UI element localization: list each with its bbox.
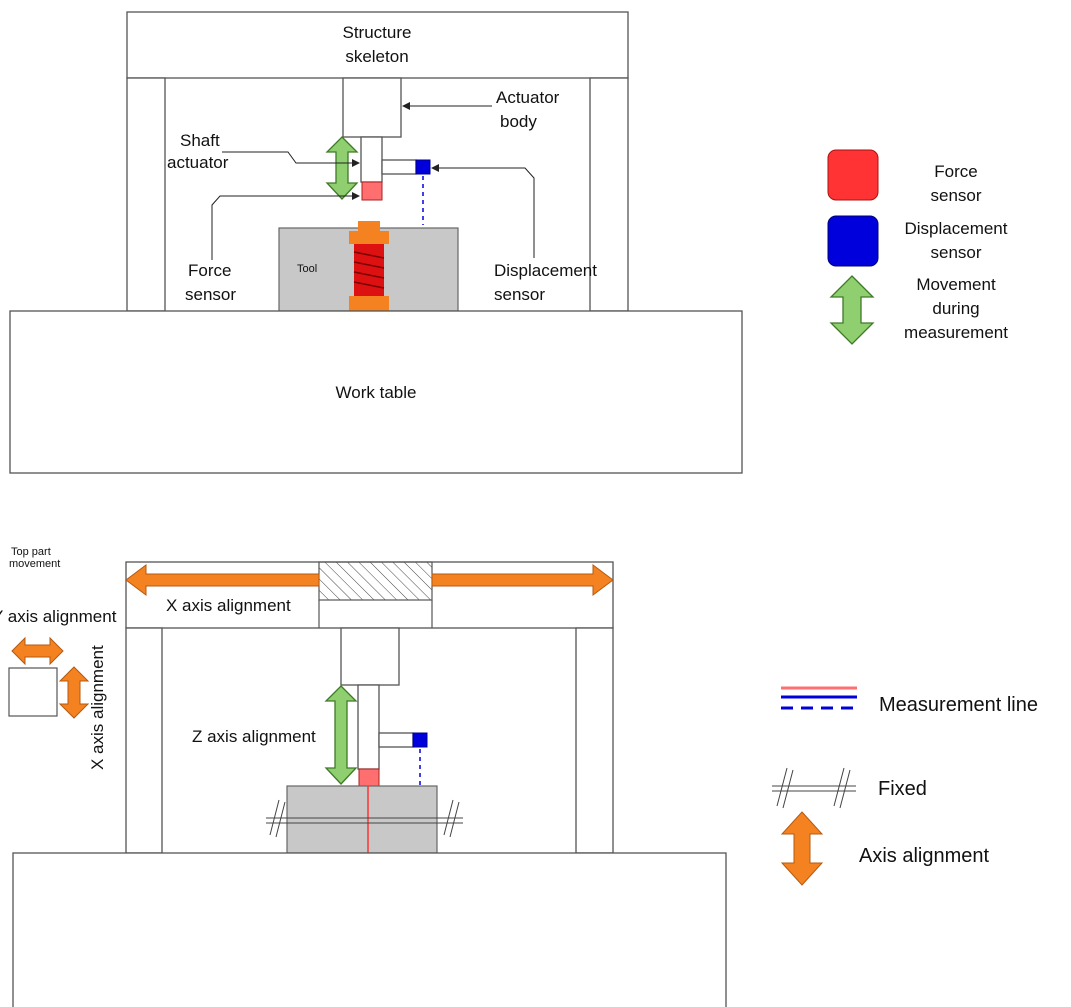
force-sensor-leader	[211, 192, 360, 260]
legend-fixed-label: Fixed	[878, 778, 927, 800]
z-axis-alignment-label: Z axis alignment	[192, 727, 316, 746]
z-axis-alignment-arrow	[324, 685, 358, 785]
bottom-legend: Measurement line Fixed Axis alignment	[772, 686, 1038, 886]
bottom-actuator-body	[340, 627, 400, 686]
legend-movement-arrow	[829, 275, 875, 345]
spring-coils	[353, 251, 385, 289]
right-pillar	[589, 77, 629, 312]
legend-displacement-sensor-label-2: sensor	[930, 243, 981, 262]
left-pillar	[126, 77, 166, 312]
spring-top-plate	[349, 231, 389, 244]
structure-skeleton-top	[126, 11, 629, 79]
displacement-sensor	[415, 159, 431, 175]
bottom-diagram: Top part movement Y axis alignment X axi…	[0, 546, 727, 1007]
shaft-actuator-label-1: Shaft	[180, 131, 220, 150]
work-table-label: Work table	[336, 383, 417, 402]
legend-movement-label-3: measurement	[904, 323, 1008, 342]
bottom-work-table	[12, 852, 727, 1007]
legend-force-sensor-label-1: Force	[934, 162, 977, 181]
x-axis-alignment-vertical-arrow	[58, 666, 90, 719]
bottom-shaft-actuator	[357, 684, 380, 770]
legend-force-sensor-label-2: sensor	[930, 186, 981, 205]
legend-displacement-sensor-swatch	[827, 215, 879, 267]
fixed-mark-left	[269, 799, 286, 838]
fixed-mark-right	[443, 799, 460, 838]
legend-axis-alignment-arrow	[780, 811, 824, 886]
y-axis-alignment-label: Y axis alignment	[0, 607, 117, 626]
legend-axis-alignment-label: Axis alignment	[859, 845, 990, 867]
top-diagram: Structure skeleton Tool Work table Actua…	[9, 11, 743, 474]
actuator-body-label-2: body	[500, 112, 537, 131]
top-legend: Force sensor Displacement sensor Movemen…	[827, 149, 1008, 345]
bottom-displacement-sensor	[412, 732, 428, 748]
legend-measurement-line-label: Measurement line	[879, 694, 1038, 716]
top-part-movement-label-1: Top part	[11, 546, 51, 558]
actuator-body	[342, 77, 402, 138]
structure-skeleton-label-2: skeleton	[345, 47, 408, 66]
shaft-actuator	[360, 136, 383, 183]
bottom-hatched-block	[318, 561, 433, 601]
legend-fixed-marks	[776, 767, 851, 809]
force-sensor-label-1: Force	[188, 261, 231, 280]
force-sensor	[361, 181, 383, 201]
bottom-left-pillar	[125, 627, 163, 854]
bottom-force-sensor	[358, 768, 380, 787]
bottom-sensor-bracket	[378, 732, 414, 748]
top-part-box	[8, 667, 58, 717]
movement-arrow	[325, 136, 359, 200]
spring-bottom-plate	[349, 296, 389, 311]
work-table	[9, 310, 743, 474]
spring-body	[354, 244, 384, 296]
shaft-actuator-label-2: actuator	[167, 153, 229, 172]
legend-force-sensor-swatch	[827, 149, 879, 201]
force-sensor-label-2: sensor	[185, 285, 236, 304]
shaft-actuator-leader	[222, 151, 360, 167]
x-axis-alignment-vertical-label: X axis alignment	[88, 645, 107, 770]
bottom-tool-block	[286, 785, 438, 854]
displacement-sensor-leader	[431, 164, 535, 258]
y-axis-alignment-arrow	[11, 636, 64, 666]
top-part-movement-label-2: movement	[9, 558, 60, 570]
displacement-sensor-label-1: Displacement	[494, 261, 597, 280]
spring-top-cap	[358, 221, 380, 231]
legend-movement-label-2: during	[932, 299, 979, 318]
bottom-right-pillar	[575, 627, 614, 854]
structure-skeleton-label-1: Structure	[343, 23, 412, 42]
displacement-sensor-label-2: sensor	[494, 285, 545, 304]
sensor-bracket	[381, 159, 417, 175]
legend-movement-label-1: Movement	[916, 275, 996, 294]
x-axis-alignment-label: X axis alignment	[166, 596, 291, 615]
tool-label: Tool	[297, 263, 317, 275]
legend-displacement-sensor-label-1: Displacement	[905, 219, 1008, 238]
x-axis-arrow-right	[431, 564, 614, 596]
actuator-body-label-1: Actuator	[496, 88, 560, 107]
x-axis-arrow-left	[125, 564, 320, 596]
